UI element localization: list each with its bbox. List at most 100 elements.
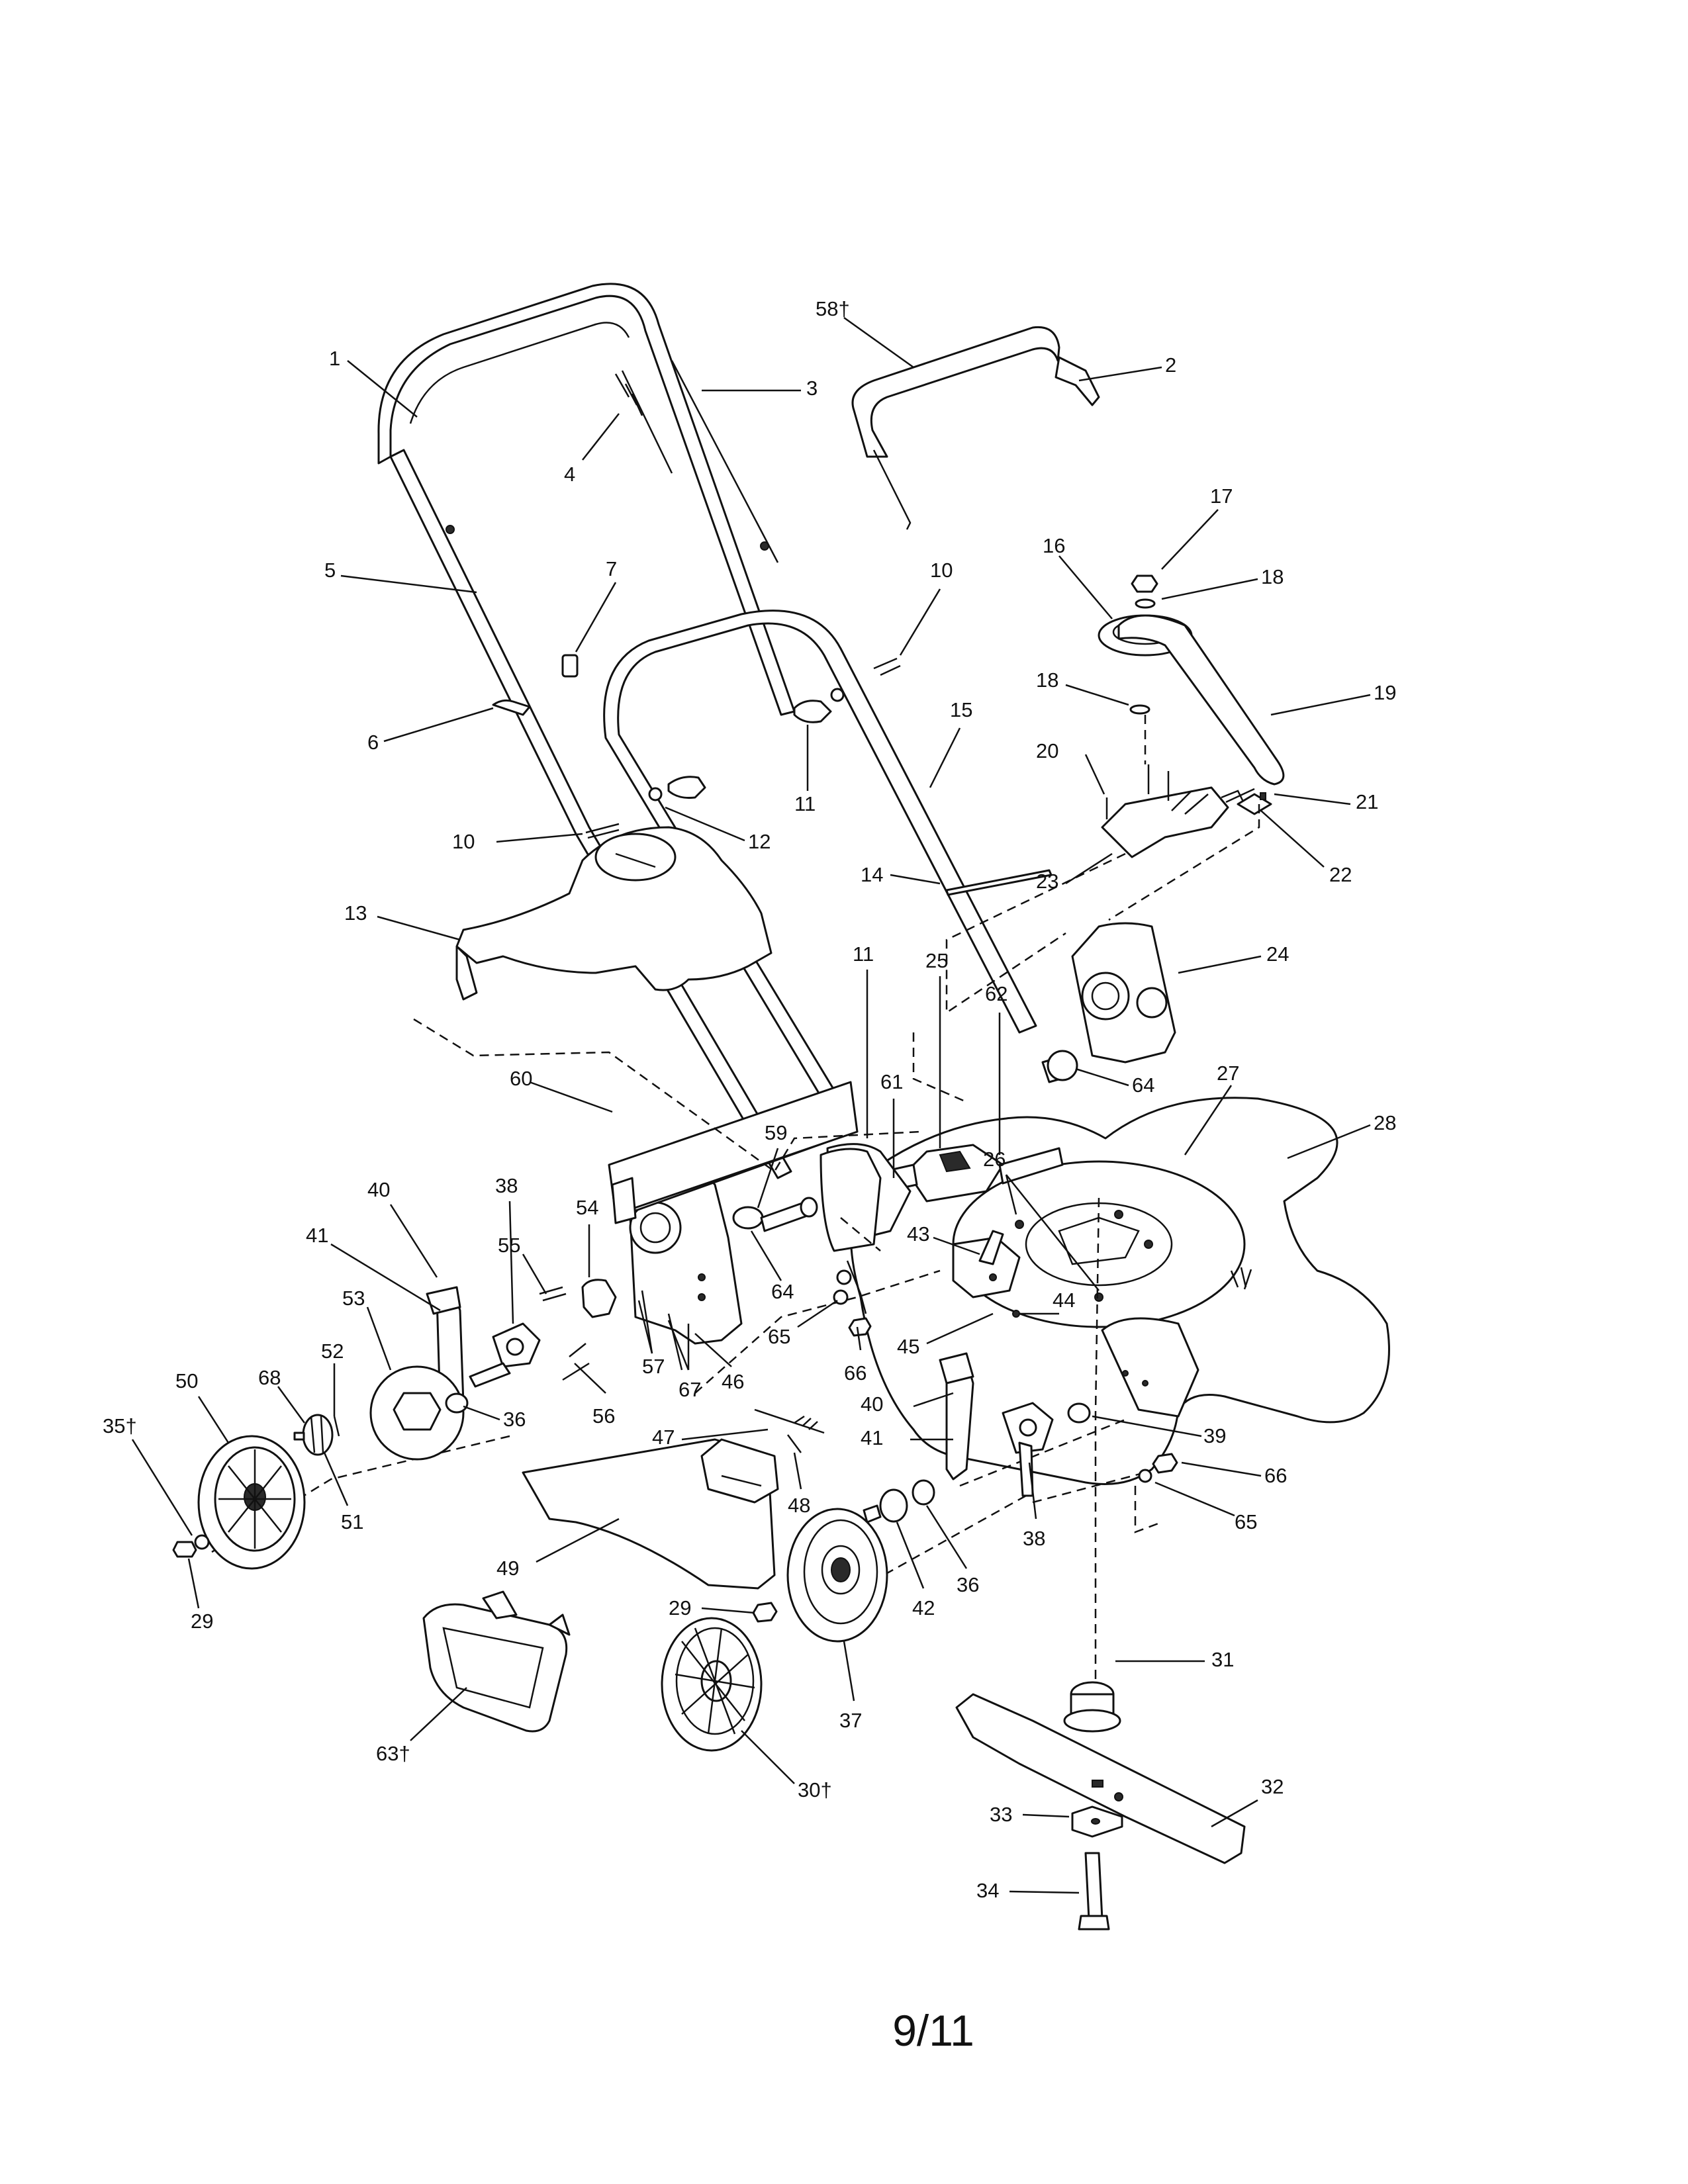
rear-discharge-shield xyxy=(455,826,773,1001)
callout-64-left: 64 xyxy=(771,1280,794,1303)
callout-47: 47 xyxy=(652,1426,675,1449)
callout-18-bottom: 18 xyxy=(1036,668,1058,692)
wheel-adapter xyxy=(1041,1050,1078,1083)
callout-16: 16 xyxy=(1043,534,1065,557)
cable-wire xyxy=(671,360,779,563)
callout-41-left: 41 xyxy=(306,1224,328,1247)
callout-61: 61 xyxy=(880,1070,903,1093)
callout-4: 4 xyxy=(564,463,575,486)
height-lever-bracket xyxy=(952,1230,1021,1318)
callout-10-top: 10 xyxy=(930,559,953,582)
bracket-bolts xyxy=(1105,764,1266,819)
callout-10-mid: 10 xyxy=(452,830,475,853)
blade-bolt xyxy=(1078,1852,1110,1931)
callout-27: 27 xyxy=(1217,1062,1239,1085)
callout-46: 46 xyxy=(722,1370,744,1393)
callout-56: 56 xyxy=(592,1404,615,1428)
callout-18-top: 18 xyxy=(1261,565,1284,588)
blade-adapter xyxy=(1063,1681,1121,1733)
callout-44: 44 xyxy=(1053,1289,1075,1312)
callout-65-right: 65 xyxy=(1235,1510,1257,1533)
callout-58-dagger: 58† xyxy=(816,297,850,320)
callout-60: 60 xyxy=(510,1067,532,1090)
front-right-fasteners xyxy=(833,1260,1178,1483)
callout-57: 57 xyxy=(642,1355,665,1378)
front-height-lever xyxy=(939,1352,974,1480)
callout-51: 51 xyxy=(341,1510,363,1533)
callout-59: 59 xyxy=(765,1121,787,1144)
callout-49: 49 xyxy=(496,1557,519,1580)
callout-36-right: 36 xyxy=(957,1573,979,1596)
callout-52: 52 xyxy=(321,1340,344,1363)
rear-axle-rod-and-door xyxy=(608,1081,859,1224)
callout-34: 34 xyxy=(976,1879,999,1902)
callout-30-dagger: 30† xyxy=(798,1778,832,1801)
callout-48: 48 xyxy=(788,1494,810,1517)
spring-rod xyxy=(614,370,673,474)
callout-19: 19 xyxy=(1374,681,1396,704)
callout-67: 67 xyxy=(679,1378,701,1401)
deck-rear-left-guard xyxy=(820,1148,882,1252)
idler-bracket xyxy=(1101,786,1272,858)
callout-37: 37 xyxy=(839,1709,862,1732)
drive-belt xyxy=(1117,614,1285,786)
knob-nuts xyxy=(648,688,845,801)
callout-54: 54 xyxy=(576,1196,598,1219)
callout-20: 20 xyxy=(1036,739,1058,762)
callout-40-left: 40 xyxy=(367,1178,390,1201)
hex-nut-and-washers xyxy=(1129,574,1158,715)
callout-3: 3 xyxy=(806,377,818,400)
callout-39: 39 xyxy=(1203,1424,1226,1447)
callout-14: 14 xyxy=(861,863,883,886)
callout-66-mid: 66 xyxy=(844,1361,867,1385)
decorative-hubcap xyxy=(661,1617,763,1752)
callout-1: 1 xyxy=(329,347,340,370)
callout-32: 32 xyxy=(1261,1775,1284,1798)
rear-axle-spacer-and-bushing xyxy=(732,1197,818,1232)
callout-21: 21 xyxy=(1356,790,1378,813)
callout-35-dagger: 35† xyxy=(103,1414,137,1437)
front-wheel-washer-bolt xyxy=(863,1479,935,1524)
carriage-bolts xyxy=(585,657,901,839)
front-axle-bracket xyxy=(1002,1402,1054,1497)
callout-64-right: 64 xyxy=(1132,1073,1154,1097)
callout-65-mid: 65 xyxy=(768,1325,790,1348)
callout-6: 6 xyxy=(367,731,379,754)
rear-axle-bracket xyxy=(469,1322,541,1388)
callout-68: 68 xyxy=(258,1366,281,1389)
rear-wheel xyxy=(197,1435,306,1570)
deck-front-right-guard xyxy=(1101,1317,1199,1418)
callout-66-right: 66 xyxy=(1264,1464,1287,1487)
callout-31: 31 xyxy=(1211,1648,1234,1671)
callout-36-left: 36 xyxy=(503,1408,526,1431)
callout-41-right: 41 xyxy=(861,1426,883,1449)
callout-28: 28 xyxy=(1374,1111,1396,1134)
callout-53: 53 xyxy=(342,1287,365,1310)
callout-26: 26 xyxy=(983,1148,1006,1171)
callout-50: 50 xyxy=(175,1369,198,1392)
control-bail xyxy=(851,326,1100,530)
callout-42: 42 xyxy=(912,1596,935,1619)
drive-pinion-gear xyxy=(293,1414,340,1456)
rear-wheel-shaft-parts xyxy=(539,1279,683,1381)
side-deflector xyxy=(522,1438,779,1590)
callout-17: 17 xyxy=(1210,484,1233,508)
callout-23: 23 xyxy=(1036,870,1058,893)
callout-40-right: 40 xyxy=(861,1392,883,1416)
page-number: 9/11 xyxy=(892,2006,974,2055)
rear-height-plate xyxy=(628,1163,743,1345)
callout-13: 13 xyxy=(344,901,367,925)
rear-wheel-fasteners xyxy=(172,1534,210,1558)
callout-55: 55 xyxy=(498,1234,520,1257)
callout-11-mid: 11 xyxy=(853,942,874,966)
callout-11-top: 11 xyxy=(794,792,816,815)
callout-2: 2 xyxy=(1165,353,1176,377)
upper-handle xyxy=(377,283,796,716)
callout-38-left: 38 xyxy=(495,1174,518,1197)
grass-bag-frame xyxy=(422,1590,571,1733)
callout-15: 15 xyxy=(950,698,972,721)
front-wheel xyxy=(786,1508,888,1643)
callout-43: 43 xyxy=(907,1222,929,1246)
blade-stiffener xyxy=(1071,1805,1123,1838)
